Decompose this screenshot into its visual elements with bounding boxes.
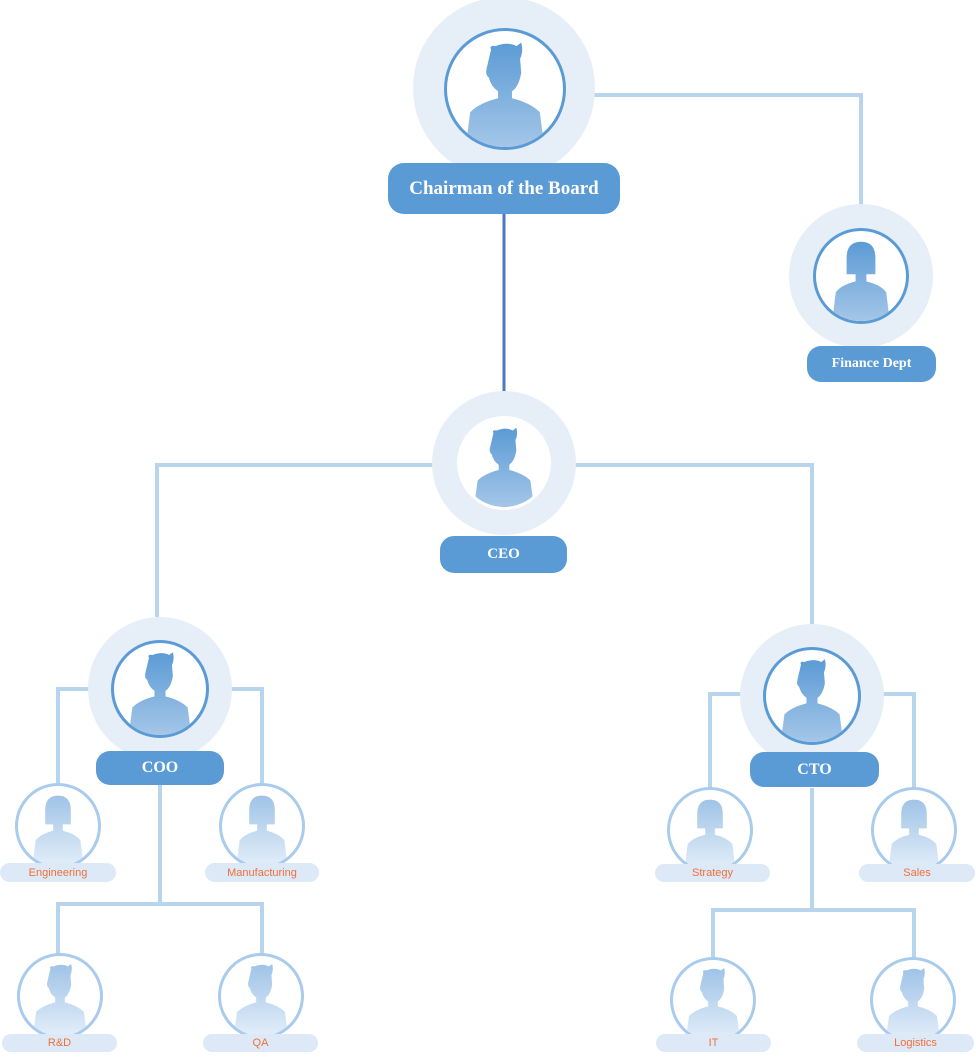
female-avatar-icon [871, 787, 957, 873]
node-label: IT [656, 1034, 771, 1052]
node-label: Sales [859, 864, 975, 882]
male-avatar-icon [457, 416, 551, 510]
male-avatar-icon [111, 640, 209, 738]
node-label: QA [203, 1034, 318, 1052]
node-label: Finance Dept [807, 346, 936, 382]
node-label: COO [96, 751, 224, 785]
node-label: R&D [2, 1034, 117, 1052]
female-avatar-icon [219, 783, 305, 869]
male-avatar-icon [17, 953, 103, 1039]
node-label: Chairman of the Board [388, 163, 620, 214]
node-label: CEO [440, 536, 567, 573]
male-avatar-icon [670, 957, 756, 1043]
male-avatar-icon [444, 28, 566, 150]
chairman-finance-connector [565, 93, 863, 228]
female-avatar-icon [15, 783, 101, 869]
node-label: Logistics [857, 1034, 974, 1052]
male-avatar-icon [763, 647, 861, 745]
male-avatar-icon [870, 957, 956, 1043]
female-avatar-icon [813, 228, 909, 324]
male-avatar-icon [218, 953, 304, 1039]
node-label: Strategy [655, 864, 770, 882]
node-label: Manufacturing [205, 863, 319, 882]
female-avatar-icon [667, 787, 753, 873]
node-label: Engineering [0, 863, 116, 882]
coo-sub-connector [56, 902, 264, 955]
node-label: CTO [750, 752, 879, 787]
cto-sub-connector [711, 908, 916, 960]
